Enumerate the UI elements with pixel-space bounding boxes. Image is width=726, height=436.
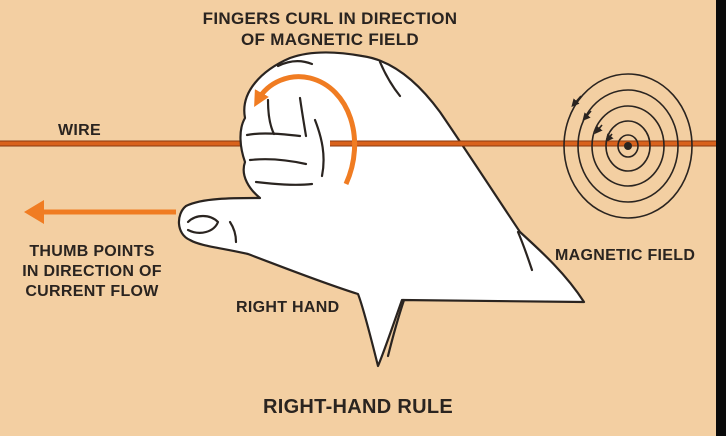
fingers-curl-label: FINGERS CURL IN DIRECTION OF MAGNETIC FI… bbox=[160, 8, 500, 51]
fingers-curl-line2: OF MAGNETIC FIELD bbox=[241, 30, 419, 50]
right-hand-drawing bbox=[177, 51, 586, 368]
fingers-curl-line1: FINGERS CURL IN DIRECTION bbox=[202, 9, 458, 28]
right-hand-label: RIGHT HAND bbox=[236, 299, 340, 316]
thumb-line1: THUMB POINTS bbox=[29, 243, 155, 260]
wire-cross-section bbox=[624, 142, 632, 150]
wire bbox=[0, 140, 250, 147]
diagram-title: RIGHT-HAND RULE bbox=[262, 396, 454, 418]
right-border bbox=[716, 0, 726, 436]
wire-right bbox=[330, 140, 716, 147]
wire-label: WIRE bbox=[58, 122, 101, 139]
magnetic-field-rings bbox=[563, 73, 693, 219]
current-flow-arrow bbox=[24, 200, 176, 224]
thumb-points-label: THUMB POINTS IN DIRECTION OF CURRENT FLO… bbox=[6, 242, 178, 302]
magnetic-field-label: MAGNETIC FIELD bbox=[555, 247, 696, 264]
finger-curl-arrow bbox=[254, 74, 357, 186]
thumb-line2: IN DIRECTION OF bbox=[22, 263, 162, 280]
thumb-line3: CURRENT FLOW bbox=[25, 283, 159, 300]
